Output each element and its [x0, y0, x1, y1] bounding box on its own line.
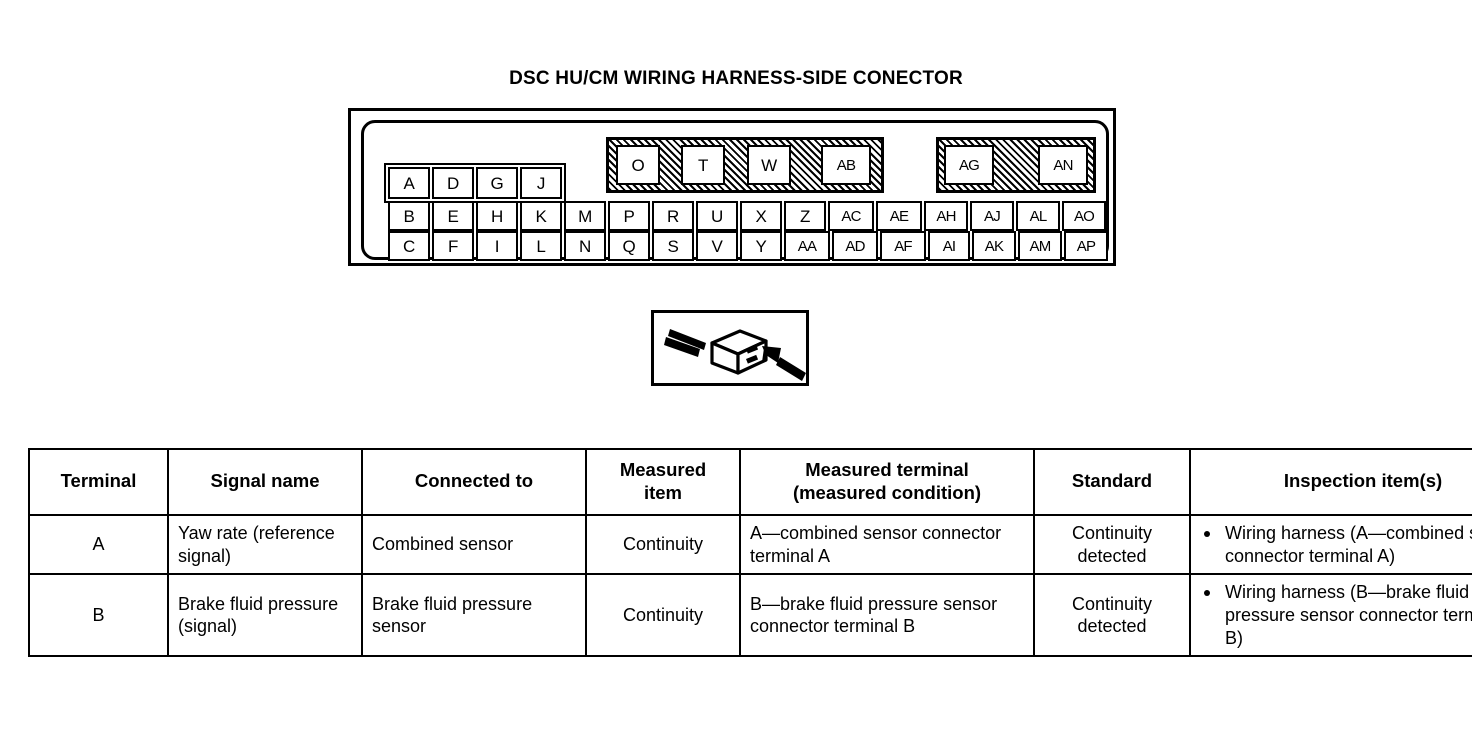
connector-pin-grid: A D G J O T W AB AG AN B E H K M P R U X… — [384, 137, 1108, 261]
pin-M[interactable]: M — [564, 201, 606, 231]
inspection-bullet-list: Wiring harness (A—combined sensor connec… — [1200, 522, 1472, 567]
cell-inspection-items: Wiring harness (A—combined sensor connec… — [1189, 513, 1472, 576]
cell-signal-name: Brake fluid pressure (signal) — [167, 573, 363, 658]
connector-diagram: A D G J O T W AB AG AN B E H K M P R U X… — [348, 108, 1116, 266]
pin-AI[interactable]: AI — [928, 231, 970, 261]
pin-G[interactable]: G — [476, 167, 518, 199]
pin-C[interactable]: C — [388, 231, 430, 261]
cell-measured-item: Continuity — [585, 573, 741, 658]
cell-standard: Continuity detected — [1033, 573, 1191, 658]
cell-terminal: B — [28, 573, 169, 658]
pin-AJ[interactable]: AJ — [970, 201, 1014, 231]
pin-X[interactable]: X — [740, 201, 782, 231]
pin-H[interactable]: H — [476, 201, 518, 231]
pin-F[interactable]: F — [432, 231, 474, 261]
pin-AG[interactable]: AG — [944, 145, 994, 185]
cell-inspection-items: Wiring harness (B—brake fluid pressure s… — [1189, 573, 1472, 658]
pin-Y[interactable]: Y — [740, 231, 782, 261]
inspection-bullet-list: Wiring harness (B—brake fluid pressure s… — [1200, 581, 1472, 649]
pin-AN[interactable]: AN — [1038, 145, 1088, 185]
pin-V[interactable]: V — [696, 231, 738, 261]
header-standard: Standard — [1033, 448, 1191, 516]
connector-illustration-box — [651, 310, 809, 386]
pin-N[interactable]: N — [564, 231, 606, 261]
list-item: Wiring harness (A—combined sensor connec… — [1200, 522, 1472, 567]
cell-connected-to: Combined sensor — [361, 513, 587, 576]
pin-AL[interactable]: AL — [1016, 201, 1060, 231]
terminal-inspection-table: Terminal Signal name Connected to Measur… — [28, 448, 1472, 658]
pin-AA[interactable]: AA — [784, 231, 830, 261]
pin-P[interactable]: P — [608, 201, 650, 231]
pin-E[interactable]: E — [432, 201, 474, 231]
header-measured-terminal: Measured terminal (measured condition) — [739, 448, 1035, 516]
cell-measured-terminal: A—combined sensor connector terminal A — [739, 513, 1035, 576]
pin-B[interactable]: B — [388, 201, 430, 231]
pin-A[interactable]: A — [388, 167, 430, 199]
table-row: A Yaw rate (reference signal) Combined s… — [28, 513, 1472, 576]
cell-measured-terminal: B—brake fluid pressure sensor connector … — [739, 573, 1035, 658]
header-inspection-items: Inspection item(s) — [1189, 448, 1472, 516]
pin-Q[interactable]: Q — [608, 231, 650, 261]
connector-shell: A D G J O T W AB AG AN B E H K M P R U X… — [361, 120, 1109, 261]
pin-I[interactable]: I — [476, 231, 518, 261]
pin-S[interactable]: S — [652, 231, 694, 261]
cell-terminal: A — [28, 513, 169, 576]
pin-AB[interactable]: AB — [821, 145, 871, 185]
pin-AF[interactable]: AF — [880, 231, 926, 261]
cell-standard: Continuity detected — [1033, 513, 1191, 576]
list-item: Wiring harness (B—brake fluid pressure s… — [1200, 581, 1472, 649]
pin-AD[interactable]: AD — [832, 231, 878, 261]
pin-AC[interactable]: AC — [828, 201, 874, 231]
pin-L[interactable]: L — [520, 231, 562, 261]
table-row: B Brake fluid pressure (signal) Brake fl… — [28, 573, 1472, 658]
pin-J[interactable]: J — [520, 167, 562, 199]
connector-with-arrow-icon — [664, 329, 806, 381]
pin-T[interactable]: T — [681, 145, 725, 185]
header-measured-item-line2: item — [643, 481, 683, 503]
cell-signal-name: Yaw rate (reference signal) — [167, 513, 363, 576]
cell-measured-item: Continuity — [585, 513, 741, 576]
cell-connected-to: Brake fluid pressure sensor — [361, 573, 587, 658]
header-terminal: Terminal — [28, 448, 169, 516]
pin-AO[interactable]: AO — [1062, 201, 1106, 231]
diagram-title: DSC HU/CM WIRING HARNESS-SIDE CONECTOR — [509, 68, 963, 89]
header-measured-terminal-line1: Measured terminal — [805, 459, 969, 480]
pin-Z[interactable]: Z — [784, 201, 826, 231]
pin-W[interactable]: W — [747, 145, 791, 185]
pin-U[interactable]: U — [696, 201, 738, 231]
pin-K[interactable]: K — [520, 201, 562, 231]
table-header-row: Terminal Signal name Connected to Measur… — [28, 448, 1472, 516]
pin-AH[interactable]: AH — [924, 201, 968, 231]
pin-O[interactable]: O — [616, 145, 660, 185]
pin-AK[interactable]: AK — [972, 231, 1016, 261]
header-signal-name: Signal name — [167, 448, 363, 516]
header-measured-item-line1: Measured — [619, 459, 707, 480]
pin-D[interactable]: D — [432, 167, 474, 199]
header-measured-terminal-line2: (measured condition) — [792, 481, 982, 503]
pin-AM[interactable]: AM — [1018, 231, 1062, 261]
header-connected-to: Connected to — [361, 448, 587, 516]
header-measured-item: Measured item — [585, 448, 741, 516]
pin-R[interactable]: R — [652, 201, 694, 231]
pin-AP[interactable]: AP — [1064, 231, 1108, 261]
pin-AE[interactable]: AE — [876, 201, 922, 231]
